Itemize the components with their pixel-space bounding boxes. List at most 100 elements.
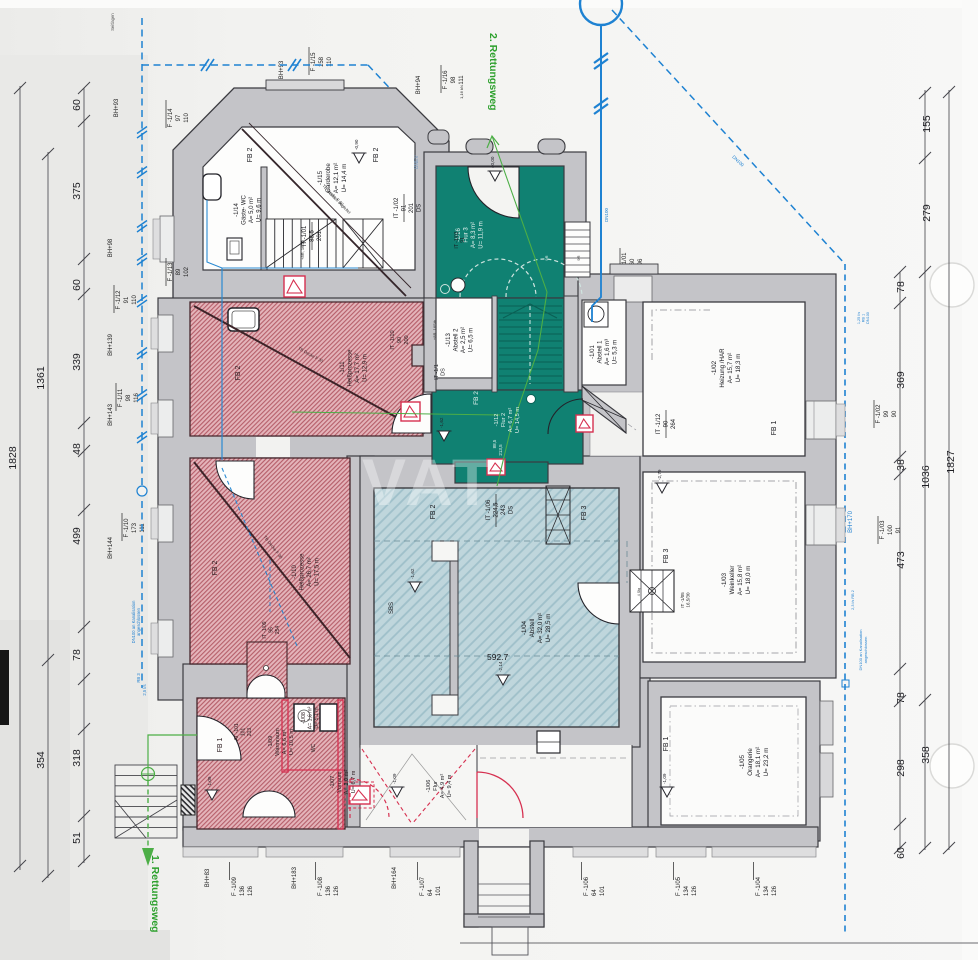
svg-text:88,5: 88,5 [492,439,497,448]
svg-text:BH+93: BH+93 [279,60,285,79]
svg-text:-1/12Flur 2A= 6,7 m²U= 14,5 m: -1/12Flur 2A= 6,7 m²U= 14,5 m [494,407,521,433]
svg-text:+8R, 16/28: +8R, 16/28 [300,239,305,259]
svg-text:-1,62: -1,62 [410,568,415,579]
svg-text:155: 155 [921,115,933,133]
svg-text:VAT: VAT [362,445,496,519]
svg-text:1,25 l/sRB 1DN100: 1,25 l/sRB 1DN100 [857,312,870,324]
svg-text:DN100: DN100 [604,208,609,223]
svg-text:BH+144: BH+144 [108,536,114,559]
svg-text:48: 48 [71,443,83,455]
svg-text:-1/02Heizung /HARA= 15,7 m²U=: -1/02Heizung /HARA= 15,7 m²U= 18,3 m [711,348,742,388]
svg-text:-1,09: -1,09 [207,776,212,787]
svg-text:BH+139: BH+139 [108,333,114,356]
svg-text:60: 60 [71,279,83,291]
svg-text:-2,14: -2,14 [498,661,503,672]
svg-text:38: 38 [895,459,907,471]
svg-text:-1/07VorraumA= 2,0 m²U= 6,7 m: -1/07VorraumA= 2,0 m²U= 6,7 m [330,770,357,795]
svg-text:339: 339 [71,353,83,371]
svg-text:51: 51 [71,832,83,844]
svg-text:78: 78 [895,692,907,704]
svg-text:BH+164: BH+164 [392,866,398,889]
svg-text:354: 354 [35,751,47,769]
svg-text:369: 369 [895,371,907,389]
svg-text:BH+143: BH+143 [108,403,114,426]
svg-text:±0,00: ±0,00 [490,156,495,168]
svg-text:2,5 l/s: 2,5 l/s [142,684,147,695]
svg-text:78: 78 [895,281,907,293]
svg-text:1361: 1361 [35,366,47,390]
svg-text:1827: 1827 [945,450,957,474]
svg-text:499: 499 [71,527,83,545]
svg-text:FB 2: FB 2 [473,391,480,405]
svg-text:1,16 kN: 1,16 kN [459,85,464,99]
svg-text:-1/08A= 1,6 m²U= 5,1 m: -1/08A= 1,6 m²U= 5,1 m [301,706,320,729]
svg-text:FB 1: FB 1 [217,738,224,753]
svg-text:375: 375 [71,182,83,200]
svg-text:-1/03WeinkellerA= 15,8 m²U= 18: -1/03WeinkellerA= 15,8 m²U= 18,0 m [721,565,752,595]
svg-text:FB 2: FB 2 [235,366,242,381]
svg-text:Seitlagen: Seitlagen [110,13,115,31]
svg-text:-1,62: -1,62 [439,417,444,428]
svg-text:60: 60 [71,99,83,111]
svg-text:-2,79: -2,79 [657,469,662,480]
svg-text:4 Stg: 4 Stg [637,588,641,596]
svg-text:1. Rettungsweg: 1. Rettungsweg [149,855,161,933]
svg-text:9R: 9R [576,255,581,260]
svg-text:213,5: 213,5 [498,444,503,456]
svg-text:9R: 9R [544,255,549,260]
svg-text:FB 1: FB 1 [771,421,778,436]
svg-text:-1/04AbstellA= 32,0 m²U= 28,5: -1/04AbstellA= 32,0 m²U= 28,5 m [521,613,552,643]
svg-text:-1/05OrangerieA= 18,1 m²U= 23,: -1/05OrangerieA= 18,1 m²U= 23,2 m [739,747,770,777]
svg-text:FB 3: FB 3 [663,549,670,564]
svg-text:1036: 1036 [920,465,932,489]
svg-text:FB 1: FB 1 [663,737,670,752]
svg-text:+8R, 16Stb: +8R, 16Stb [432,319,437,340]
svg-text:DN100 an Kanalisationangeschlo: DN100 an Kanalisationangeschlossen [131,600,141,644]
svg-text:2,3 l/s RB 2: 2,3 l/s RB 2 [851,590,855,610]
svg-text:FB 2: FB 2 [373,148,380,163]
svg-text:BH+170: BH+170 [848,510,854,533]
svg-text:318: 318 [71,749,83,767]
svg-text:BNEV: BNEV [414,155,420,169]
svg-text:BH+93: BH+93 [114,98,120,117]
svg-text:IT -1/1090200: IT -1/1090200 [390,330,410,349]
svg-text:FB 2: FB 2 [430,505,437,520]
svg-text:-1/06FlurA= 4,9 m²U= 9,4 m: -1/06FlurA= 4,9 m²U= 9,4 m [426,774,453,799]
svg-text:-1/15GarderobeA= 12,1 m²U= 14,: -1/15GarderobeA= 12,1 m²U= 14,4 m [317,163,348,194]
svg-text:592.7: 592.7 [487,652,509,662]
svg-text:60: 60 [895,847,907,859]
svg-text:78: 78 [71,649,83,661]
svg-text:BH+94: BH+94 [416,75,422,94]
svg-text:BH+98: BH+98 [108,238,114,257]
svg-text:RB 3: RB 3 [136,673,141,683]
svg-text:BH+183: BH+183 [292,866,298,889]
svg-text:279: 279 [921,204,933,222]
svg-text:-1,09: -1,09 [662,773,667,784]
svg-text:IT -1/1DS: IT -1/1DS [434,364,447,380]
svg-text:WC: WC [311,743,317,752]
svg-text:AT -101101213: AT -101101213 [234,723,253,741]
